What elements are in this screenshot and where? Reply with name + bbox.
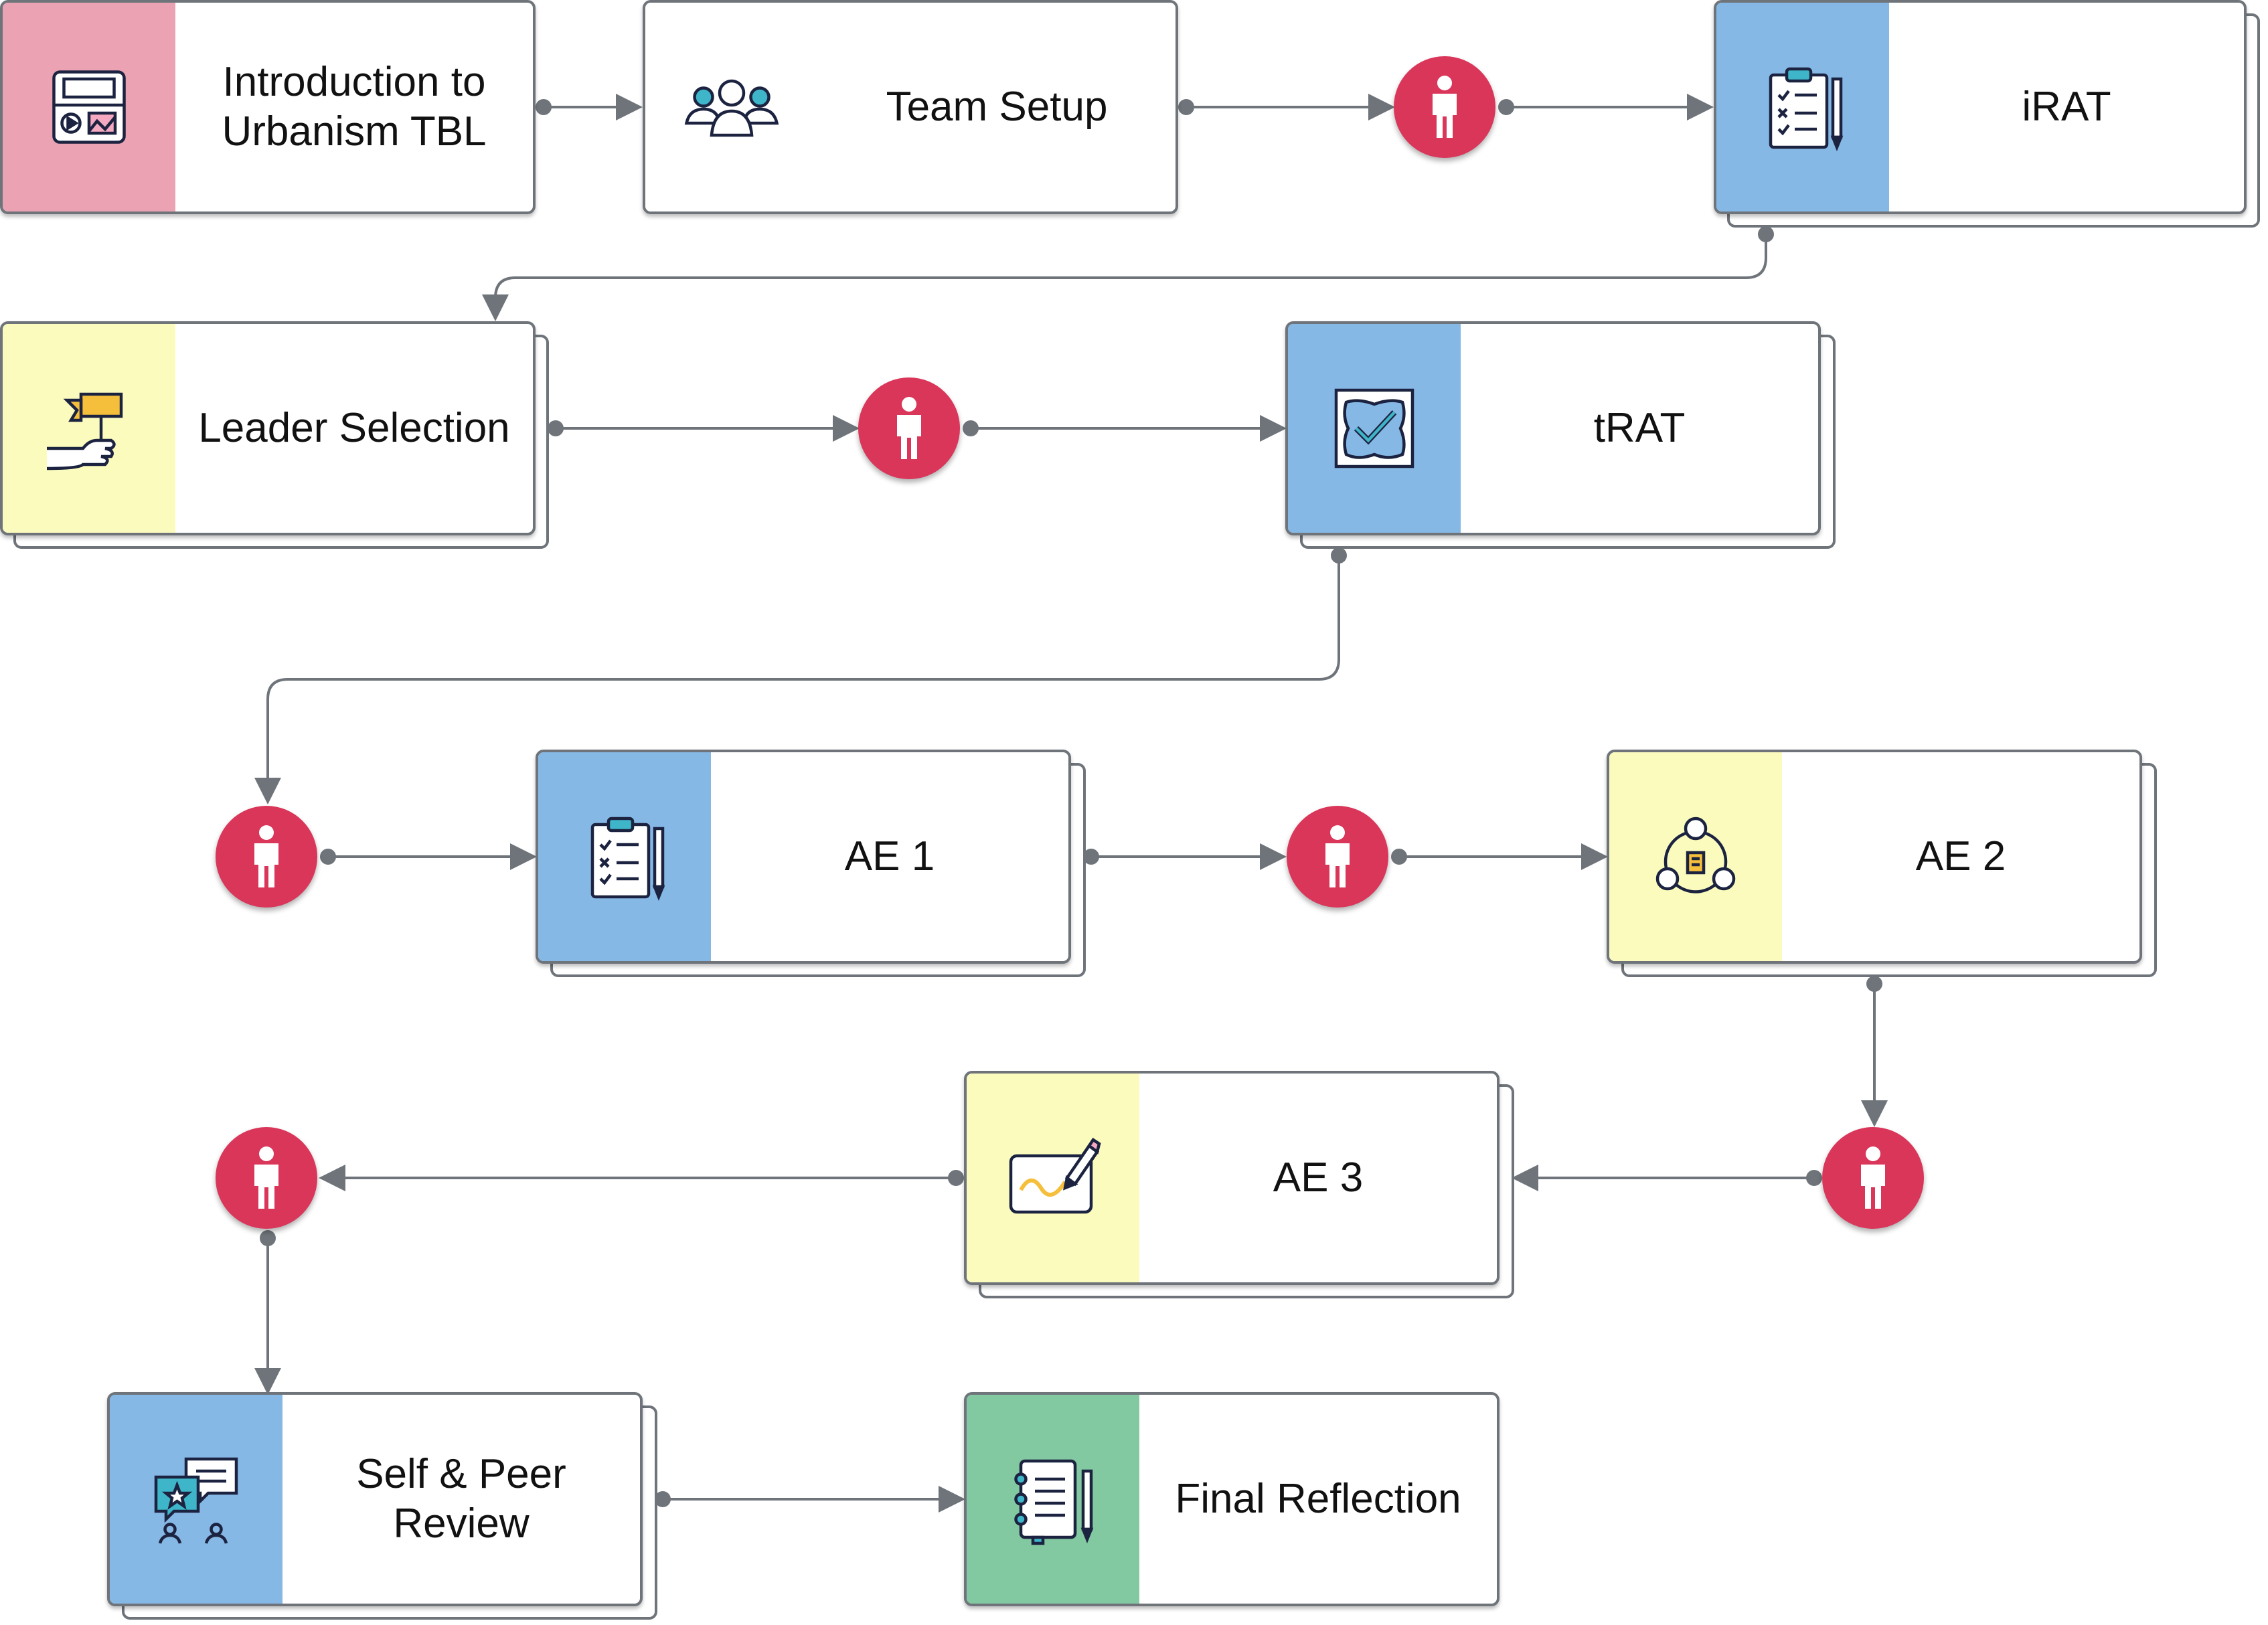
arrowhead <box>1687 94 1714 120</box>
arrowhead <box>939 1486 965 1513</box>
chat-bubbles-icon <box>154 1457 238 1544</box>
activity-label: tRAT <box>1593 405 1686 451</box>
gate-node[interactable] <box>216 806 317 908</box>
arrowhead <box>1260 843 1287 870</box>
arrowhead <box>510 843 537 870</box>
activity-ae2[interactable]: AE 2 <box>1607 750 2142 964</box>
activity-color-box <box>538 752 711 961</box>
arrowhead <box>833 415 860 442</box>
team-group-icon <box>684 79 779 137</box>
arrowhead <box>1368 94 1395 120</box>
port-dot <box>320 849 336 865</box>
arrowhead <box>319 1165 345 1191</box>
person-icon <box>1433 76 1457 138</box>
activity-label: Team Setup <box>886 84 1108 130</box>
port-dot <box>1331 547 1347 564</box>
edge-trat-gate3 <box>266 555 1340 783</box>
activity-color-box <box>110 1395 282 1604</box>
port-dot <box>948 1170 964 1186</box>
arrowhead <box>616 94 643 120</box>
activity-team-setup[interactable]: Team Setup <box>643 0 1178 214</box>
activity-label: Introduction to Urbanism TBL <box>222 59 487 155</box>
gate-node[interactable] <box>1394 56 1495 158</box>
notebook-pencil-icon <box>1014 1459 1094 1545</box>
person-icon <box>254 1146 278 1209</box>
activity-label: AE 3 <box>1273 1154 1364 1201</box>
activity-self-peer-review[interactable]: Self & Peer Review <box>107 1392 643 1606</box>
activity-color-box <box>967 1074 1139 1282</box>
activity-color-box <box>3 324 175 533</box>
activity-label: Self & Peer Review <box>356 1451 566 1547</box>
arrowhead <box>1581 843 1608 870</box>
clipboard-checklist-icon <box>590 817 665 902</box>
activity-label: iRAT <box>2022 84 2111 130</box>
activity-ae1[interactable]: AE 1 <box>536 750 1071 964</box>
activity-color-box <box>645 3 818 211</box>
activity-label: AE 1 <box>844 833 935 879</box>
person-icon <box>1861 1146 1885 1209</box>
arrowhead <box>1512 1165 1538 1191</box>
collaboration-icon <box>1655 817 1736 893</box>
activity-leader-selection[interactable]: Leader Selection <box>0 321 536 535</box>
activity-irat[interactable]: iRAT <box>1714 0 2247 214</box>
port-dot <box>548 420 564 436</box>
gate-node[interactable] <box>1287 806 1388 908</box>
port-dot <box>1178 99 1194 115</box>
edge-irat-leader <box>494 234 1767 305</box>
person-icon <box>897 397 921 459</box>
activity-label: Leader Selection <box>198 405 510 451</box>
port-dot <box>536 99 552 115</box>
gate-node[interactable] <box>1822 1127 1924 1229</box>
activity-label: Final Reflection <box>1175 1476 1461 1522</box>
activity-color-box <box>1609 752 1782 961</box>
port-dot <box>1758 226 1774 242</box>
arrowhead <box>254 778 281 804</box>
gate-node[interactable] <box>858 377 960 479</box>
arrowhead <box>1861 1100 1888 1127</box>
arrowhead <box>1260 415 1287 442</box>
activity-color-box <box>1716 3 1889 211</box>
person-icon <box>1325 825 1350 887</box>
port-dot <box>1083 849 1099 865</box>
activity-color-box <box>1288 324 1461 533</box>
checkmark-badge-icon <box>1334 388 1414 468</box>
port-dot <box>260 1230 276 1246</box>
port-dot <box>1806 1170 1822 1186</box>
hand-flag-icon <box>46 392 123 471</box>
activity-label: AE 2 <box>1915 833 2006 879</box>
activity-color-box <box>967 1395 1139 1604</box>
activity-trat[interactable]: tRAT <box>1285 321 1821 535</box>
arrowhead <box>482 294 509 321</box>
activity-ae3[interactable]: AE 3 <box>964 1071 1500 1285</box>
port-dot <box>1866 976 1882 992</box>
media-presentation-icon <box>52 70 126 144</box>
port-dot <box>1498 99 1514 115</box>
port-dot <box>1391 849 1407 865</box>
activity-color-box <box>3 3 175 211</box>
port-dot <box>655 1491 671 1507</box>
tablet-pen-icon <box>1009 1137 1101 1214</box>
person-icon <box>254 825 278 887</box>
port-dot <box>963 420 979 436</box>
clipboard-checklist-icon <box>1769 67 1844 152</box>
gate-node[interactable] <box>216 1127 317 1229</box>
activity-final-reflection[interactable]: Final Reflection <box>964 1392 1500 1606</box>
activity-intro[interactable]: Introduction to Urbanism TBL <box>0 0 536 214</box>
arrowhead <box>254 1368 281 1395</box>
